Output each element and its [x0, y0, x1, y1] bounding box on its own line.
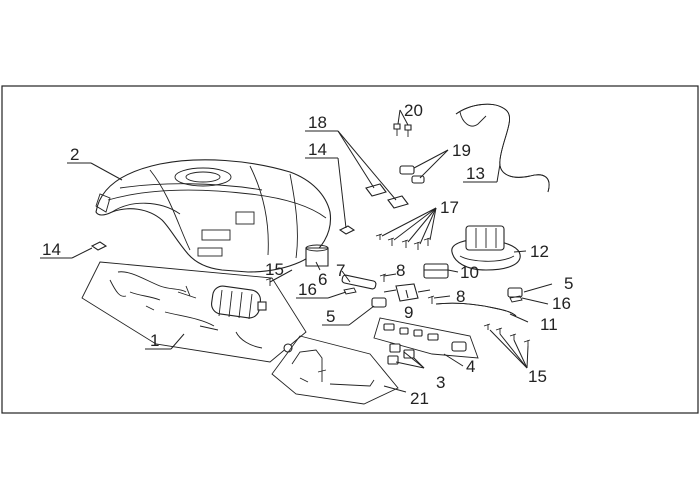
callout-8a: 8 [396, 261, 405, 280]
kit-21-group [271, 335, 399, 405]
leader-lines [40, 109, 553, 393]
callout-1: 1 [150, 331, 159, 350]
callout-21: 21 [410, 389, 429, 408]
kit-4-group [373, 317, 479, 359]
callout-18: 18 [308, 113, 327, 132]
bolt-8a [379, 273, 387, 282]
tube-11 [435, 302, 517, 317]
callout-2: 2 [70, 145, 79, 164]
callout-17: 17 [440, 198, 459, 217]
callout-3: 3 [436, 373, 445, 392]
diagram-frame [1, 85, 699, 414]
callout-13: 13 [466, 164, 485, 183]
relay-10 [423, 263, 449, 279]
callout-15b: 15 [528, 367, 547, 386]
nut-14b [338, 225, 356, 235]
callout-9: 9 [404, 303, 413, 322]
callout-20: 20 [404, 101, 423, 120]
callout-16a: 16 [298, 280, 317, 299]
clips-3 [387, 343, 415, 365]
callout-15a: 15 [265, 260, 284, 279]
sensor-7 [341, 274, 377, 290]
bolts-17 [375, 233, 431, 250]
clamp-6 [305, 244, 329, 267]
callout-14a: 14 [42, 240, 61, 259]
fuel-tank [95, 159, 332, 273]
clips-19 [399, 165, 425, 184]
callout-5a: 5 [326, 307, 335, 326]
hose-13-inner [455, 103, 550, 193]
connector-5a [371, 297, 387, 308]
callout-7: 7 [336, 261, 345, 280]
kit-1-group [81, 261, 307, 363]
hose-13-branch [459, 111, 487, 127]
callout-12: 12 [530, 242, 549, 261]
brackets-18 [365, 183, 409, 209]
bolt-15a [265, 277, 273, 286]
clip-16b [509, 295, 523, 303]
callout-19: 19 [452, 141, 471, 160]
bolt-8b [427, 295, 435, 304]
nut-14a [90, 241, 108, 251]
clip-16a [343, 287, 357, 295]
callout-10: 10 [460, 263, 479, 282]
callout-4: 4 [466, 357, 475, 376]
callout-labels: 1 2 3 4 5 5 6 7 8 8 9 10 11 12 13 14 14 … [42, 101, 573, 408]
callout-11: 11 [540, 315, 558, 334]
callout-8b: 8 [456, 287, 465, 306]
bolts-20 [393, 123, 412, 137]
callout-14b: 14 [308, 140, 327, 159]
fuel-pump-12 [451, 225, 521, 271]
callout-5b: 5 [564, 274, 573, 293]
bolts-15b [483, 323, 531, 346]
callout-6: 6 [318, 270, 327, 289]
charcoal-canister [211, 285, 267, 320]
callout-16b: 16 [552, 294, 571, 313]
